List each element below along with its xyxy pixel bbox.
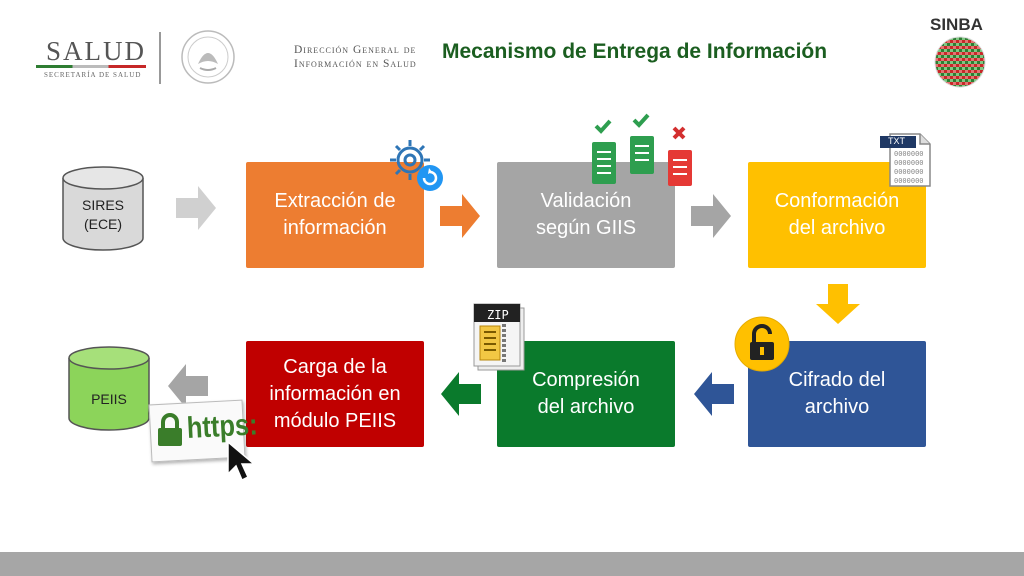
sinba-logo-text: SINBA [930, 15, 983, 34]
step-validacion: Validación según GIIS [497, 162, 675, 268]
svg-text:0000000: 0000000 [894, 159, 924, 167]
step-compresion: Compresión del archivo [497, 341, 675, 447]
step-cifrado-label: Cifrado del archivo [788, 369, 886, 418]
svg-text:0000000: 0000000 [894, 150, 924, 158]
sires-label: SIRES (ECE) [81, 197, 124, 232]
salud-logo-text: SALUD [46, 36, 147, 66]
step-carga-label: Carga de la información en módulo PEIIS [269, 355, 401, 432]
svg-text:0000000: 0000000 [894, 177, 924, 185]
salud-logo-subtitle: SECRETARÍA DE SALUD [44, 71, 142, 79]
arrow-left-icon [168, 364, 208, 408]
zip-file-label: ZIP [487, 308, 509, 322]
dgis-line-1: Dirección General de [294, 44, 417, 56]
step-compresion-label: Compresión del archivo [532, 369, 640, 418]
mexico-seal-icon [181, 30, 235, 84]
footer-bar [0, 552, 1024, 576]
arrow-left-icon [694, 372, 734, 416]
step-conformacion-label: Conformación del archivo [774, 190, 900, 239]
dgis-line-2: Información en Salud [294, 58, 417, 70]
step-extraccion-label: Extracción de información [274, 190, 396, 239]
arrow-left-icon [441, 372, 481, 416]
https-lock-icon [158, 413, 182, 446]
arrow-down-icon [816, 284, 860, 324]
txt-file-icon: 0000000 0000000 0000000 0000000 [880, 133, 931, 187]
step-validacion-label: Validación según GIIS [535, 190, 637, 239]
svg-text:0000000: 0000000 [894, 168, 924, 176]
gear-icon [390, 140, 443, 191]
txt-file-label: TXT [888, 136, 905, 146]
arrow-right-icon [691, 194, 731, 238]
sires-database-icon [62, 166, 144, 251]
mouse-pointer-icon [227, 440, 257, 482]
step-carga: Carga de la información en módulo PEIIS [246, 341, 424, 447]
step-extraccion: Extracción de información [246, 162, 424, 268]
sinba-globe-icon [934, 36, 986, 88]
peiis-label: PEIIS [91, 391, 127, 407]
arrow-right-icon [176, 186, 216, 230]
arrow-right-icon [440, 194, 480, 238]
header-divider [159, 32, 161, 84]
salud-logo-bar [36, 65, 146, 68]
page-title: Mecanismo de Entrega de Información [442, 40, 828, 63]
zip-archive-icon [473, 303, 525, 371]
document-check-icon [592, 113, 692, 186]
unlocked-padlock-icon [734, 316, 790, 372]
peiis-database-icon [68, 346, 150, 431]
